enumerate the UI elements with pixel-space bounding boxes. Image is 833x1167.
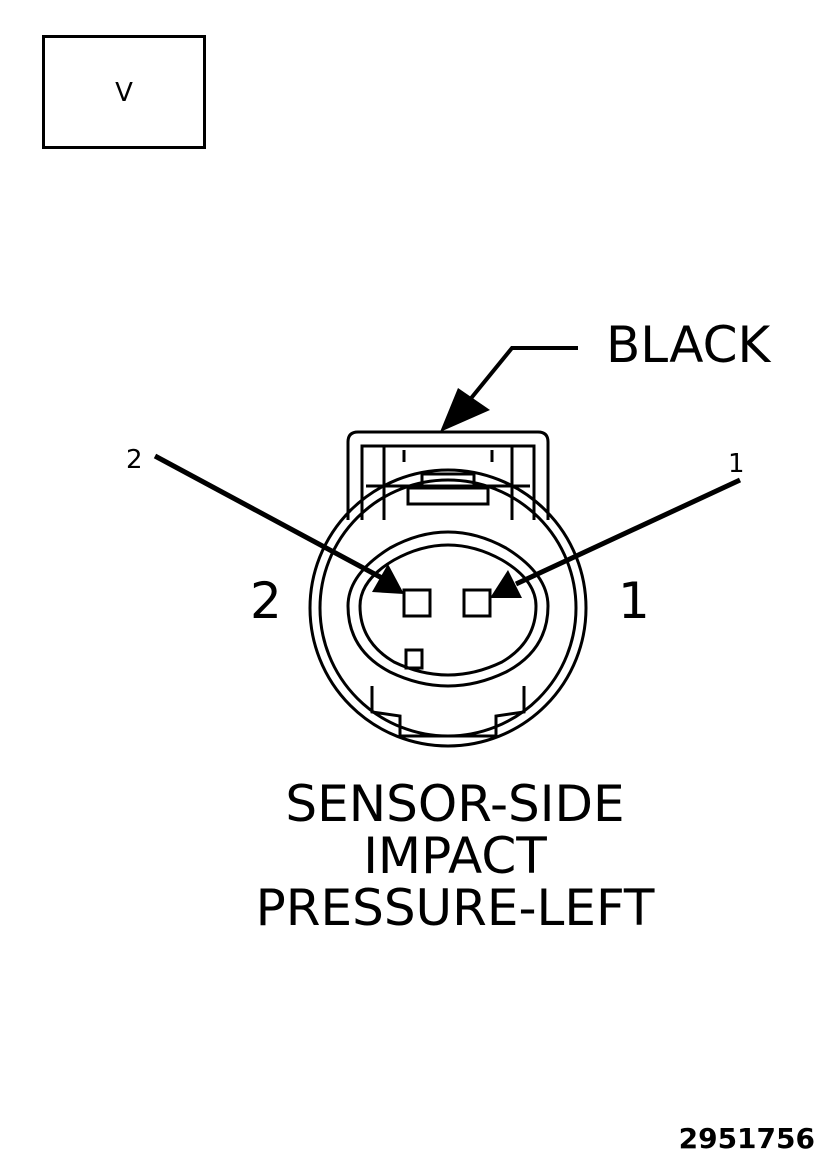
view-label-box: V xyxy=(42,35,206,149)
terminal-2 xyxy=(402,588,432,618)
pin-callout-1: 1 xyxy=(728,449,745,479)
connector-face-inner xyxy=(358,543,538,677)
pin-callout-2: 2 xyxy=(126,445,143,475)
color-leader xyxy=(440,346,578,432)
terminal-1 xyxy=(462,588,492,618)
figure-number: 2951756 xyxy=(678,1122,815,1155)
pin-2-leader xyxy=(153,453,404,594)
outer-ring-inner xyxy=(318,478,578,738)
bottom-key xyxy=(370,686,526,738)
pin-side-label-2: 2 xyxy=(250,572,282,630)
pin-1-leader xyxy=(490,477,742,598)
latch-lock xyxy=(406,486,490,506)
latch-inner xyxy=(360,444,536,520)
connector-face-outer xyxy=(346,530,550,688)
connector-caption: SENSOR-SIDE IMPACT PRESSURE-LEFT xyxy=(200,778,710,934)
pin-side-label-1: 1 xyxy=(618,572,650,630)
latch-housing xyxy=(346,430,550,520)
outer-ring xyxy=(308,468,588,748)
view-label: V xyxy=(115,78,133,108)
polarity-key xyxy=(404,648,424,670)
connector-body xyxy=(308,430,588,748)
color-label: BLACK xyxy=(606,316,772,374)
caption-line-1: SENSOR-SIDE xyxy=(285,775,625,833)
caption-line-2: IMPACT xyxy=(363,827,547,885)
caption-line-3: PRESSURE-LEFT xyxy=(255,879,655,937)
